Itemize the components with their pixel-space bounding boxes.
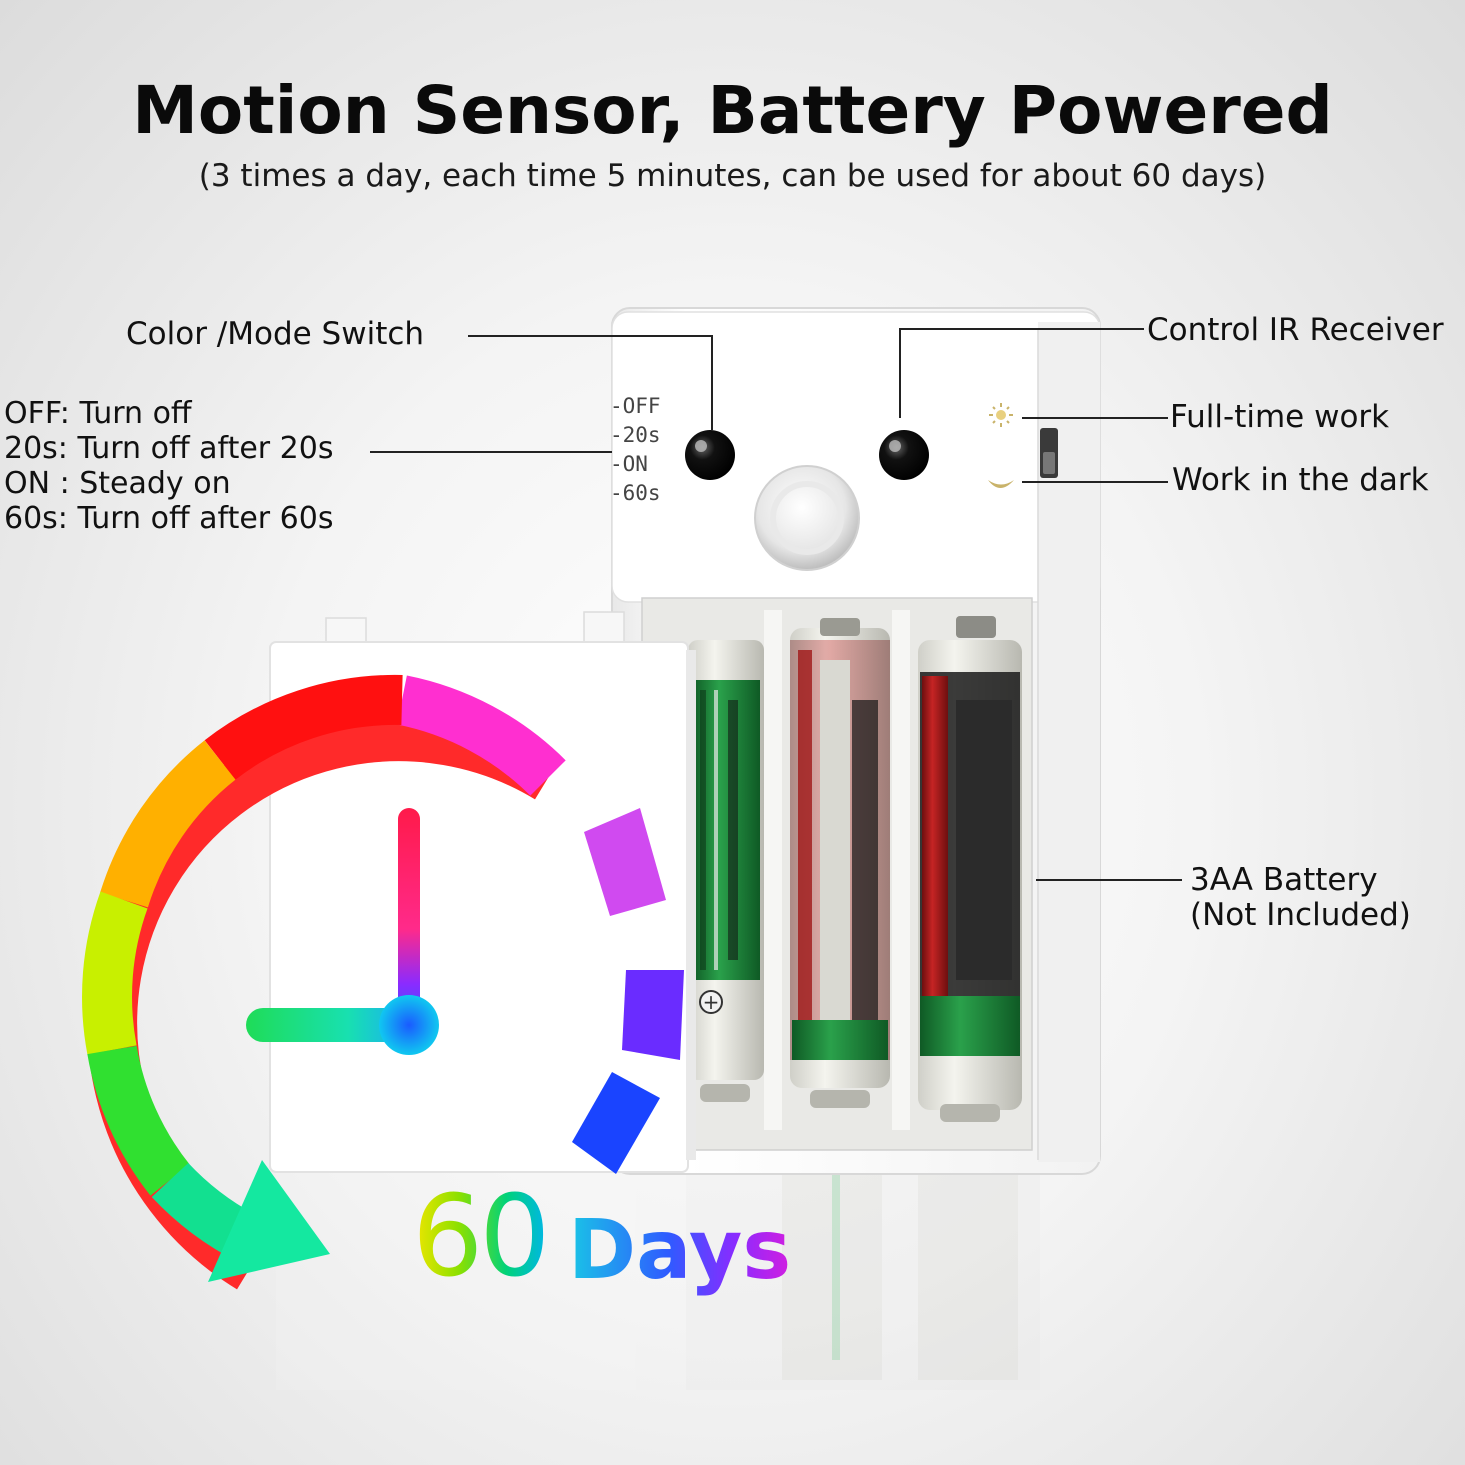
rainbow-clock-icon — [82, 674, 684, 1290]
battery-springs — [700, 1084, 1000, 1122]
switch-position-on: -ON — [610, 452, 648, 476]
mode-list: OFF: Turn off 20s: Turn off after 20s ON… — [4, 396, 333, 536]
mode-switch-knob[interactable] — [685, 430, 735, 480]
battery-3 — [918, 616, 1022, 1110]
battery-1: + — [688, 640, 764, 1080]
mode-60s: 60s: Turn off after 60s — [4, 501, 334, 536]
switch-positions: -OFF -20s -ON -60s — [610, 392, 661, 508]
ir-receiver — [879, 430, 929, 480]
label-full-time-work: Full-time work — [1170, 399, 1390, 435]
mode-20s: 20s: Turn off after 20s — [4, 431, 334, 466]
label-work-in-dark: Work in the dark — [1172, 462, 1429, 498]
switch-position-off: -OFF — [610, 394, 661, 418]
moon-icon — [988, 480, 1014, 488]
switch-position-20s: -20s — [610, 423, 661, 447]
battery-2 — [790, 618, 890, 1088]
svg-text:+: + — [703, 990, 720, 1014]
callout-lines — [370, 328, 1182, 881]
label-control-ir-receiver: Control IR Receiver — [1147, 312, 1444, 348]
label-battery-type: 3AA Battery — [1190, 862, 1378, 898]
page-subtitle: (3 times a day, each time 5 minutes, can… — [198, 158, 1267, 194]
days-number: 60 — [412, 1172, 551, 1302]
mode-off: OFF: Turn off — [4, 396, 192, 431]
sun-icon — [989, 403, 1013, 427]
device-reflection — [276, 1150, 1040, 1390]
switch-position-60s: -60s — [610, 481, 661, 505]
days-word: Days — [568, 1203, 792, 1298]
mode-on: ON : Steady on — [4, 466, 231, 501]
page-title: Motion Sensor, Battery Powered — [132, 72, 1333, 149]
label-battery-not-included: (Not Included) — [1190, 897, 1411, 933]
label-color-mode-switch: Color /Mode Switch — [126, 316, 425, 352]
